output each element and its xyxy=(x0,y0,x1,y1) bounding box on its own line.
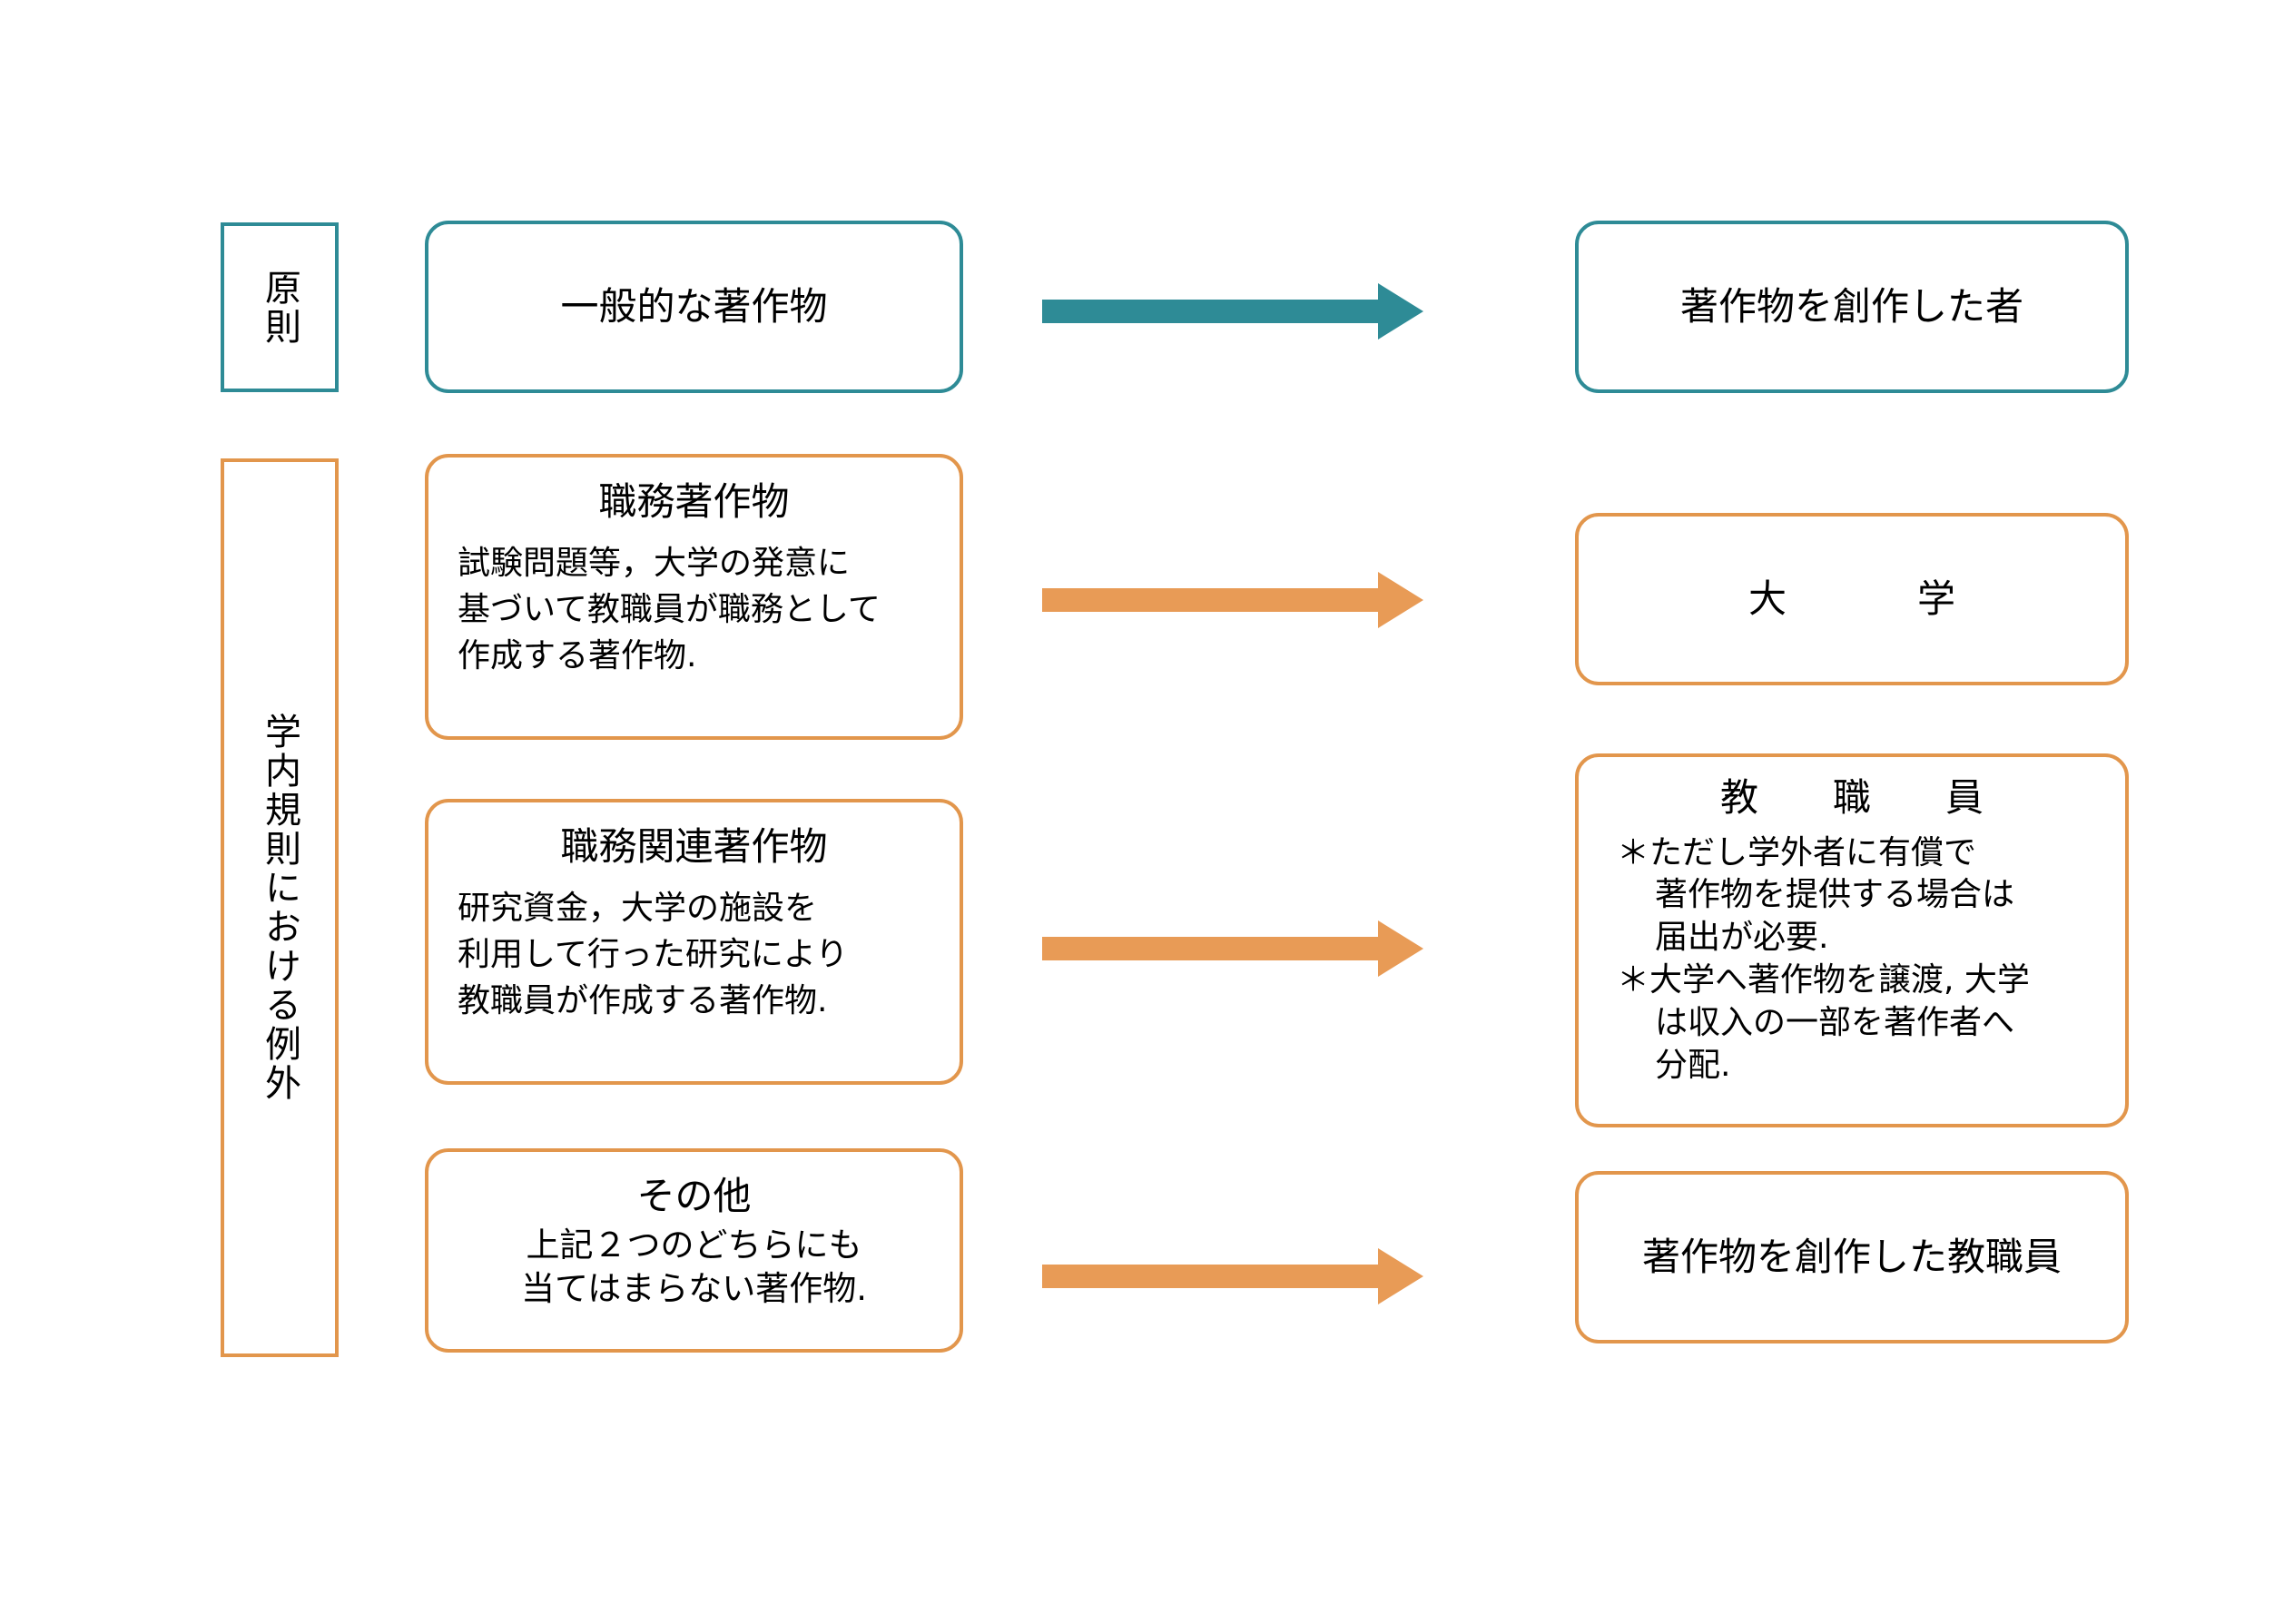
arrow-right-work-for-hire xyxy=(1042,572,1423,628)
arrow-right-work-related xyxy=(1042,920,1423,977)
category-box-principle: 原則 xyxy=(221,222,339,392)
target-title-creating-faculty: 著作物を創作した教職員 xyxy=(1641,1234,2062,1279)
target-notes-faculty-staff: ＊ただし学外者に有償で 著作物を提供する場合は 届出が必要. ＊大学へ著作物を譲… xyxy=(1579,832,2030,1088)
category-label-exception: 学内規則における例外 xyxy=(259,713,300,1103)
target-title-creator: 著作物を創作した者 xyxy=(1679,283,2023,329)
source-box-other: その他 上記２つのどちらにも 当てはまらない著作物. xyxy=(425,1148,963,1353)
target-title-faculty-staff: 教 職 員 xyxy=(1719,775,2002,820)
source-body-work-for-hire: 試験問題等，大学の発意に 基づいて教職員が職務として 作成する著作物. xyxy=(458,544,881,674)
source-box-general-work: 一般的な著作物 xyxy=(425,221,963,393)
target-note-1: ＊ただし学外者に有償で 著作物を提供する場合は 届出が必要. xyxy=(1617,833,2015,957)
arrow-right-other xyxy=(1042,1248,1423,1304)
target-note-2: ＊大学へ著作物を譲渡, 大学 は収入の一部を著作者へ 分配. xyxy=(1617,960,2030,1084)
category-box-exception: 学内規則における例外 xyxy=(221,458,339,1357)
arrow-right-principle xyxy=(1042,283,1423,340)
target-box-creating-faculty: 著作物を創作した教職員 xyxy=(1575,1171,2129,1343)
source-title-work-for-hire: 職務著作物 xyxy=(598,479,790,524)
target-box-faculty-staff: 教 職 員 ＊ただし学外者に有償で 著作物を提供する場合は 届出が必要. ＊大学… xyxy=(1575,753,2129,1127)
target-box-creator: 著作物を創作した者 xyxy=(1575,221,2129,393)
source-title-work-related: 職務関連著作物 xyxy=(560,824,828,869)
source-box-work-for-hire: 職務著作物 試験問題等，大学の発意に 基づいて教職員が職務として 作成する著作物… xyxy=(425,454,963,740)
target-title-university: 大 学 xyxy=(1747,576,1974,621)
category-label-principle: 原則 xyxy=(259,268,300,347)
target-box-university: 大 学 xyxy=(1575,513,2129,685)
source-title-general-work: 一般的な著作物 xyxy=(560,283,828,329)
source-box-work-related: 職務関連著作物 研究資金，大学の施設を 利用して行った研究により 教職員が作成す… xyxy=(425,799,963,1085)
source-title-other: その他 xyxy=(636,1174,752,1218)
source-body-work-related: 研究資金，大学の施設を 利用して行った研究により 教職員が作成する著作物. xyxy=(458,889,849,1019)
source-body-other: 上記２つのどちらにも 当てはまらない著作物. xyxy=(520,1225,868,1308)
